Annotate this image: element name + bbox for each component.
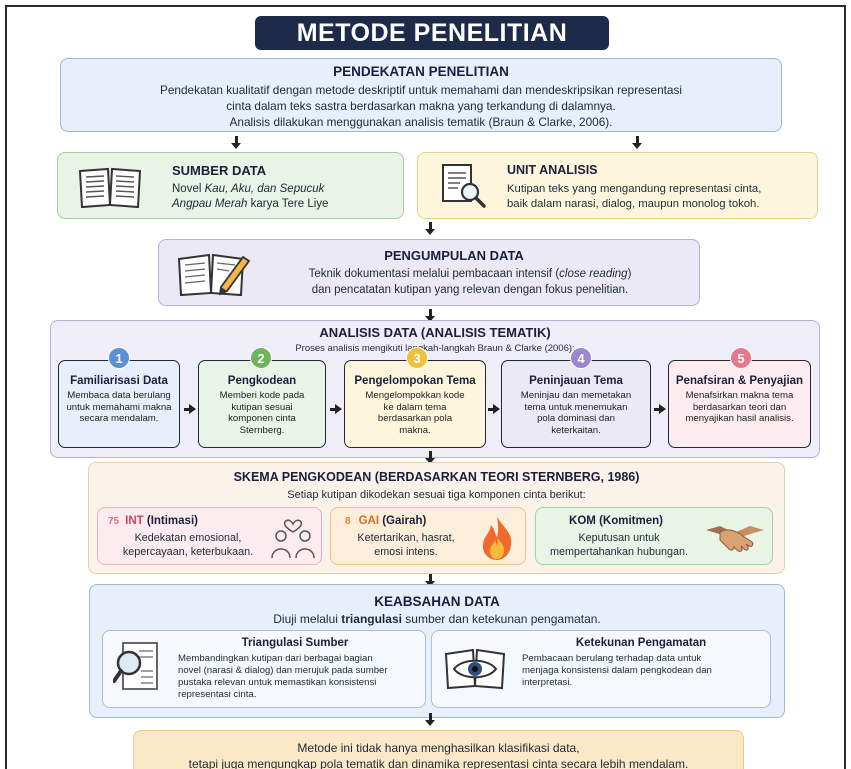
kesimpulan-line1: Metode ini tidak hanya menghasilkan klas… bbox=[297, 741, 580, 755]
skema-int-desc: Kedekatan emosional, kepercayaan, keterb… bbox=[122, 532, 254, 558]
skema-kom-code: KOM bbox=[569, 515, 596, 527]
step-3-title: Pengelompokan Tema bbox=[354, 375, 476, 387]
analisis-sub: Proses analisis mengikuti langkah-langka… bbox=[295, 343, 575, 354]
unit-analisis-box: UNIT ANALISIS Kutipan teks yang mengandu… bbox=[417, 152, 818, 219]
document-search-icon bbox=[442, 164, 486, 208]
skema-gai-box: 8 GAI (Gairah) Ketertarikan, hasrat, emos… bbox=[330, 507, 526, 565]
step-3-desc: Mengelompokkan kode ke dalam tema berdas… bbox=[365, 390, 465, 436]
book-icon bbox=[78, 167, 142, 209]
step-3-badge: 3 bbox=[406, 347, 428, 369]
pengumpulan-line1-post: ) bbox=[627, 268, 632, 280]
book-pencil-icon bbox=[177, 253, 251, 297]
skema-sub: Setiap kutipan dikodekan sesuai tiga kom… bbox=[287, 489, 586, 501]
outer-frame bbox=[5, 5, 846, 769]
page-title: METODE PENELITIAN bbox=[255, 16, 609, 50]
step-5-desc: Menafsirkan makna tema berdasarkan teori… bbox=[685, 390, 794, 424]
step-pengelompokan: Pengelompokan Tema Mengelompokkan kode k… bbox=[344, 360, 486, 448]
keabsahan-heading: KEABSAHAN DATA bbox=[374, 594, 500, 609]
analisis-heading: ANALISIS DATA (ANALISIS TEMATIK) bbox=[319, 325, 551, 340]
ketekunan-desc: Pembacaan berulang terhadap data untuk m… bbox=[522, 653, 712, 688]
pendekatan-heading: PENDEKATAN PENELITIAN bbox=[333, 64, 509, 79]
keabsahan-sub-pre: Diuji melalui bbox=[273, 612, 342, 626]
pengumpulan-line1-pre: Teknik dokumentasi melalui pembacaan int… bbox=[308, 268, 560, 280]
handshake-icon bbox=[706, 526, 764, 552]
skema-int-code: INT bbox=[125, 515, 144, 527]
skema-kom-name: (Komitmen) bbox=[599, 515, 663, 527]
arrow-step-3-4 bbox=[488, 404, 500, 414]
step-4-badge: 4 bbox=[570, 347, 592, 369]
skema-gai-title: 8 GAI (Gairah) bbox=[345, 515, 426, 527]
pendekatan-line3: Analisis dilakukan menggunakan analisis … bbox=[229, 115, 613, 129]
document-magnifier-icon bbox=[113, 642, 158, 690]
skema-kom-title: KOM (Komitmen) bbox=[536, 515, 696, 527]
pendekatan-line1: Pendekatan kualitatif dengan metode desk… bbox=[160, 83, 682, 97]
skema-gai-desc: Ketertarikan, hasrat, emosi intens. bbox=[357, 532, 455, 558]
step-2-title: Pengkodean bbox=[227, 375, 297, 387]
sumber-heading: SUMBER DATA bbox=[172, 163, 267, 178]
triangulasi-box: Triangulasi Sumber Membandingkan kutipan… bbox=[102, 630, 426, 708]
keabsahan-sub-post: sumber dan ketekunan pengamatan. bbox=[401, 612, 601, 626]
unit-heading: UNIT ANALISIS bbox=[507, 163, 598, 177]
sumber-data-box: SUMBER DATA Novel Kau, Aku, dan Sepucuk … bbox=[57, 152, 404, 219]
triangulasi-title: Triangulasi Sumber bbox=[241, 637, 349, 649]
sumber-desc: Novel Kau, Aku, dan Sepucuk Angpau Merah… bbox=[172, 182, 392, 212]
skema-gai-code: GAI bbox=[358, 515, 380, 527]
step-penafsiran: Penafsiran & Penyajian Menafsirkan makna… bbox=[668, 360, 811, 448]
skema-int-title: 75 INT (Intimasi) bbox=[108, 515, 198, 527]
step-2-badge: 2 bbox=[250, 347, 272, 369]
ketekunan-title: Ketekunan Pengamatan bbox=[575, 637, 707, 649]
step-2-desc: Memberi kode pada kutipan sesuai kompone… bbox=[219, 390, 305, 436]
skema-heading: SKEMA PENGKODEAN (BERDASARKAN TEORI STER… bbox=[233, 470, 640, 484]
skema-int-name: (Intimasi) bbox=[146, 515, 198, 527]
step-pengkodean: Pengkodean Memberi kode pada kutipan ses… bbox=[198, 360, 326, 448]
step-4-desc: Meninjau dan memetakan tema untuk menemu… bbox=[520, 390, 632, 436]
pendekatan-box: PENDEKATAN PENELITIAN Pendekatan kualita… bbox=[60, 58, 782, 132]
step-1-badge: 1 bbox=[108, 347, 130, 369]
skema-kom-desc: Keputusan untuk mempertahankan hubungan. bbox=[549, 532, 689, 558]
pengumpulan-line2: dan pencatatan kutipan yang relevan deng… bbox=[311, 283, 629, 296]
pengumpulan-desc: Teknik dokumentasi melalui pembacaan int… bbox=[159, 267, 699, 298]
step-5-badge: 5 bbox=[730, 347, 752, 369]
step-1-title: Familiarisasi Data bbox=[70, 375, 168, 387]
keabsahan-sub-bold: triangulasi bbox=[341, 612, 402, 626]
step-1-desc: Membaca data berulang untuk memahami mak… bbox=[66, 390, 172, 424]
step-peninjauan: Peninjauan Tema Meninjau dan memetakan t… bbox=[501, 360, 651, 448]
sumber-title-part1: Kau, Aku, dan Sepucuk bbox=[204, 183, 325, 195]
arrow-step-4-5 bbox=[654, 404, 666, 414]
sumber-pre: Novel bbox=[172, 183, 205, 195]
triangulasi-desc: Membandingkan kutipan dari berbagai bagi… bbox=[178, 653, 388, 700]
arrow-step-1-2 bbox=[184, 404, 196, 414]
book-eye-icon bbox=[444, 648, 506, 690]
flame-icon bbox=[482, 517, 512, 560]
ketekunan-box: Ketekunan Pengamatan Pembacaan berulang … bbox=[431, 630, 771, 708]
pengumpulan-line1-italic: close reading bbox=[559, 268, 628, 280]
kesimpulan-line2: tetapi juga mengungkap pola tematik dan … bbox=[188, 757, 689, 769]
step-familiarisasi: Familiarisasi Data Membaca data berulang… bbox=[58, 360, 180, 448]
pengumpulan-box: PENGUMPULAN DATA Teknik dokumentasi mela… bbox=[158, 239, 700, 306]
unit-line2: baik dalam narasi, dialog, maupun monolo… bbox=[507, 198, 760, 210]
kesimpulan-box: Metode ini tidak hanya menghasilkan klas… bbox=[133, 730, 744, 769]
unit-line1: Kutipan teks yang mengandung representas… bbox=[507, 183, 762, 195]
pengumpulan-heading: PENGUMPULAN DATA bbox=[384, 248, 524, 263]
skema-int-prefix: 75 bbox=[108, 516, 120, 527]
keabsahan-sub: Diuji melalui triangulasi sumber dan ket… bbox=[90, 612, 784, 626]
skema-gai-prefix: 8 bbox=[345, 516, 351, 527]
step-5-title: Penafsiran & Penyajian bbox=[675, 375, 804, 387]
step-4-title: Peninjauan Tema bbox=[529, 375, 623, 387]
pendekatan-line2: cinta dalam teks sastra berdasarkan makn… bbox=[226, 99, 616, 113]
skema-kom-box: KOM (Komitmen) Keputusan untuk mempertah… bbox=[535, 507, 773, 565]
skema-int-box: 75 INT (Intimasi) Kedekatan emosional, ke… bbox=[97, 507, 322, 565]
skema-gai-name: (Gairah) bbox=[382, 515, 427, 527]
arrow-step-2-3 bbox=[330, 404, 342, 414]
sumber-title-part2: Angpau Merah bbox=[172, 198, 248, 210]
sumber-post: karya Tere Liye bbox=[247, 198, 329, 210]
couple-heart-icon bbox=[271, 519, 315, 559]
